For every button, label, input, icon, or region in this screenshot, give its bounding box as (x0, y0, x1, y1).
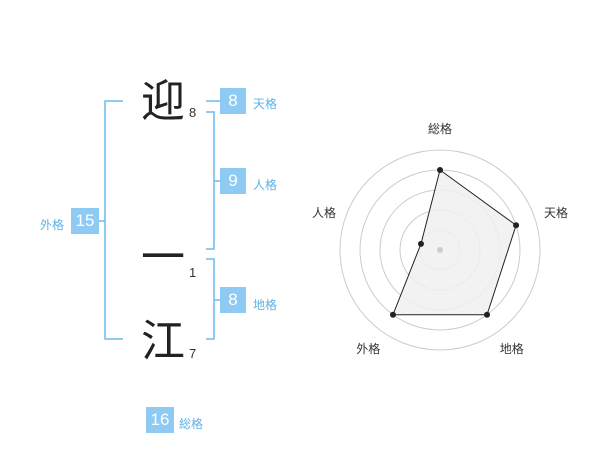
jinkaku-bracket (206, 111, 215, 250)
gaikaku-label: 外格 (40, 218, 65, 232)
gaikaku-bracket (104, 100, 123, 340)
jinkaku-value-badge: 9 (220, 168, 246, 194)
radar-axis-label-5: 人格 (311, 205, 336, 220)
radar-point-5 (417, 240, 424, 247)
gaikaku-value-badge: 15 (71, 208, 99, 234)
chikaku-label: 地格 (253, 298, 278, 312)
radar-point-1 (437, 167, 443, 173)
jinkaku-label: 人格 (253, 178, 278, 192)
soukaku-value-badge: 16 (146, 407, 174, 433)
radar-axis-label-1: 総格 (428, 121, 453, 136)
radar-point-2 (513, 222, 520, 229)
chikaku-value-badge: 8 (220, 287, 246, 313)
tenkaku-label: 天格 (253, 97, 278, 111)
character-1-strokes: 8 (189, 105, 197, 120)
soukaku-label: 総格 (179, 417, 204, 431)
character-1: 迎 (141, 76, 185, 127)
character-3: 江 (141, 316, 185, 367)
radar-chart (339, 149, 541, 351)
radar-axis-label-4: 外格 (356, 342, 381, 357)
radar-ring (339, 149, 541, 351)
character-2-strokes: 1 (189, 265, 197, 280)
radar-point-3 (484, 311, 491, 318)
tenkaku-value-badge: 8 (220, 88, 246, 114)
radar-polygon (392, 169, 517, 316)
character-3-strokes: 7 (189, 346, 197, 361)
radar-center-dot (437, 247, 443, 253)
chikaku-bracket (206, 258, 215, 340)
radar-axis-label-2: 天格 (544, 205, 569, 220)
character-2: 一 (141, 232, 185, 283)
radar-point-4 (389, 311, 396, 318)
radar-axis-label-3: 地格 (499, 342, 524, 357)
